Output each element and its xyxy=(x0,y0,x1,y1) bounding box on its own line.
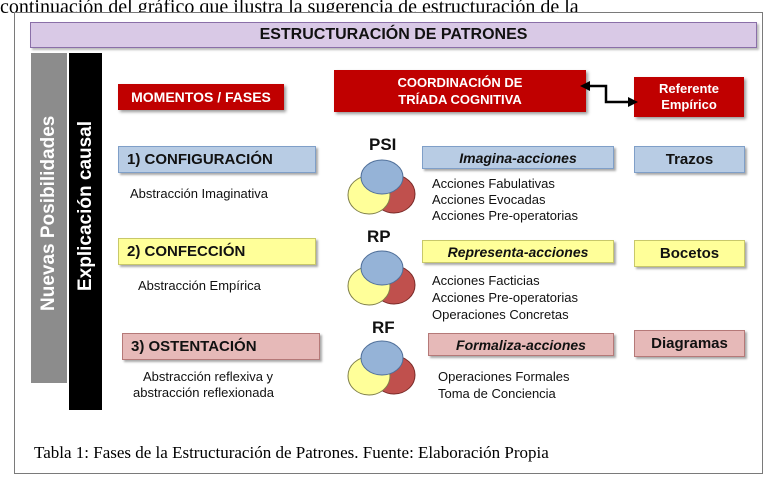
side-bar-nuevas-posibilidades: Nuevas Posibilidades xyxy=(31,53,67,383)
abstraction-text-3-line1: Abstracción reflexiva y xyxy=(143,369,274,384)
action-item-2-3: Operaciones Concretas xyxy=(432,307,569,322)
referent-box-1: Trazos xyxy=(634,146,745,173)
action-item-1-3: Acciones Pre-operatorias xyxy=(432,208,578,223)
header-coordination-line2: TRÍADA COGNITIVA xyxy=(398,92,522,107)
figure-caption: Tabla 1: Fases de la Estructuración de P… xyxy=(34,443,549,462)
abstraction-text-1: Abstracción Imaginativa xyxy=(130,186,269,201)
top-text-fragment: continuación del gráfico que ilustra la … xyxy=(0,0,579,14)
header-referent-line1: Referente xyxy=(659,81,719,96)
header-referent-line2: Empírico xyxy=(661,97,717,112)
action-item-3-2: Toma de Conciencia xyxy=(438,386,556,401)
header-moments-phases: MOMENTOS / FASES xyxy=(118,84,284,110)
action-item-1-1: Acciones Fabulativas xyxy=(432,176,555,191)
triad-code-2: RP xyxy=(367,227,391,246)
diagram-title: ESTRUCTURACIÓN DE PATRONES xyxy=(30,22,757,48)
double-arrow-connector xyxy=(580,81,638,107)
action-item-1-2: Acciones Evocadas xyxy=(432,192,546,207)
action-box-2: Representa-acciones xyxy=(422,240,614,263)
action-box-3: Formaliza-acciones xyxy=(428,333,614,356)
abstraction-text-2: Abstracción Empírica xyxy=(138,278,261,293)
header-coordination-line1: COORDINACIÓN DE xyxy=(397,75,523,90)
header-referent: Referente Empírico xyxy=(634,77,744,117)
side-label-inner: Explicación causal xyxy=(75,120,96,291)
referent-box-3: Diagramas xyxy=(634,330,745,357)
triad-venn-icon-3 xyxy=(347,340,416,396)
phase-box-3: 3) OSTENTACIÓN xyxy=(122,333,320,360)
side-label-outer: Nuevas Posibilidades xyxy=(38,115,59,311)
triad-code-3: RF xyxy=(372,318,395,337)
triad-code-1: PSI xyxy=(369,135,397,154)
triad-venn-icon-1 xyxy=(347,159,416,215)
action-item-3-1: Operaciones Formales xyxy=(438,369,570,384)
header-coordination: COORDINACIÓN DE TRÍADA COGNITIVA xyxy=(334,70,586,112)
abstraction-text-3-line2: abstracción reflexionada xyxy=(133,385,274,400)
side-bar-explicacion-causal: Explicación causal xyxy=(69,53,102,410)
header-moments-label: MOMENTOS / FASES xyxy=(131,89,271,105)
action-item-2-1: Acciones Facticias xyxy=(432,273,540,288)
referent-box-2: Bocetos xyxy=(634,240,745,267)
phase-box-2: 2) CONFECCIÓN xyxy=(118,238,316,265)
triad-venn-icon-2 xyxy=(347,250,416,306)
action-box-1: Imagina-acciones xyxy=(422,146,614,169)
phase-box-1: 1) CONFIGURACIÓN xyxy=(118,146,316,173)
action-item-2-2: Acciones Pre-operatorias xyxy=(432,290,578,305)
